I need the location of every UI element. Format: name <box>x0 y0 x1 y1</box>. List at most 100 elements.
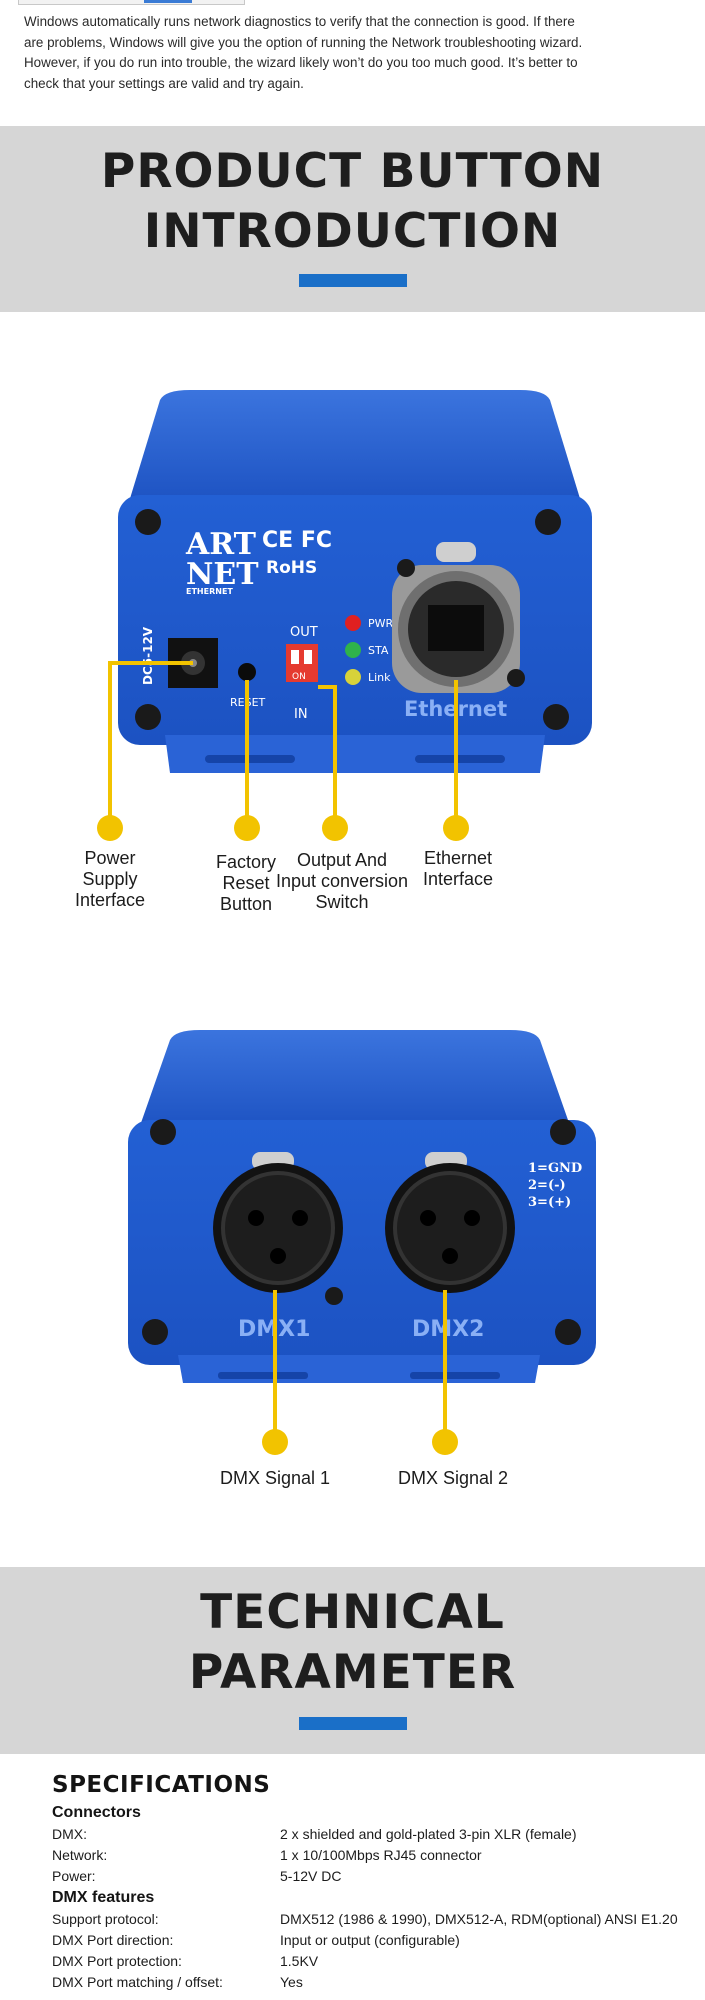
dc-voltage-label: DC5-12V <box>141 626 155 685</box>
dip-switch-lever <box>304 650 312 664</box>
section-banner-technical: TECHNICAL PARAMETER <box>0 1567 705 1754</box>
xlr-pin-icon <box>442 1248 458 1264</box>
callout-factory-reset: Factory Reset Button <box>196 852 296 915</box>
intro-line: are problems, Windows will give you the … <box>24 34 583 50</box>
screw-icon <box>555 1319 581 1345</box>
ce-fc-mark: CE FC <box>262 528 332 553</box>
callout-dot-reset <box>234 815 260 841</box>
intro-line: However, if you do run into trouble, the… <box>24 55 578 70</box>
bracket-slot <box>205 755 295 763</box>
rj45-socket <box>428 605 484 651</box>
window-fragment <box>18 0 245 5</box>
callout-text: Button <box>219 894 273 914</box>
callout-text: Output And <box>296 850 388 870</box>
screw-icon <box>325 1287 343 1305</box>
callout-power-supply: Power Supply Interface <box>60 848 160 911</box>
bracket-slot <box>415 755 505 763</box>
section-title-line: INTRODUCTION <box>143 204 562 259</box>
section-accent-bar <box>298 1717 407 1730</box>
section-title-line: PRODUCT BUTTON <box>100 144 605 199</box>
screw-icon <box>397 559 415 577</box>
spec-row: Power:5-12V DC <box>52 1866 702 1887</box>
callout-dot-ethernet <box>443 815 469 841</box>
spec-group-heading: DMX features <box>52 1889 155 1906</box>
led-sta-label: STA <box>368 644 389 657</box>
section-title-line: PARAMETER <box>188 1645 517 1700</box>
led-pwr-label: PWR <box>368 617 394 630</box>
intro-paragraph: Windows automatically runs network diagn… <box>24 12 684 94</box>
callout-text: Ethernet <box>423 848 493 868</box>
callout-ethernet: Ethernet Interface <box>408 848 508 890</box>
spec-row: DMX Port direction:Input or output (conf… <box>52 1930 702 1951</box>
section-title-line: TECHNICAL <box>200 1585 505 1640</box>
spec-value: DMX512 (1986 & 1990), DMX512-A, RDM(opti… <box>280 1911 678 1927</box>
section-title: TECHNICAL PARAMETER <box>0 1567 705 1703</box>
callout-text: Factory <box>215 852 276 872</box>
spec-value: 1.5KV <box>280 1953 319 1969</box>
spec-value: Input or output (configurable) <box>280 1932 460 1948</box>
spec-key: Power: <box>52 1868 96 1884</box>
device-top-surface <box>125 390 585 515</box>
xlr-pin-icon <box>270 1248 286 1264</box>
callout-line-power <box>108 661 193 828</box>
callout-dot-dmx1 <box>262 1429 288 1455</box>
logo-net: NET <box>186 557 259 592</box>
pinout-label: 2=(-) <box>528 1178 566 1193</box>
intro-line: Windows automatically runs network diagn… <box>24 14 575 29</box>
screw-icon <box>142 1319 168 1345</box>
xlr-pin-icon <box>420 1210 436 1226</box>
callout-text: Input conversion <box>275 871 409 891</box>
callout-dmx-signal-1: DMX Signal 1 <box>219 1468 331 1488</box>
intro-line: check that your settings are valid and t… <box>24 75 304 91</box>
spec-key: DMX Port protection: <box>52 1953 182 1969</box>
spec-key: DMX Port matching / offset: <box>52 1974 223 1990</box>
led-sta-icon <box>345 642 361 658</box>
window-fragment-accent <box>144 0 192 3</box>
callout-text: Reset <box>222 873 270 893</box>
spec-value: Yes <box>280 1974 303 1990</box>
callout-text: Interface <box>74 890 146 910</box>
callout-io-switch: Output And Input conversion Switch <box>272 850 412 913</box>
callout-dot-power <box>97 815 123 841</box>
spec-row: DMX Port matching / offset: Yes <box>52 1972 702 1993</box>
spec-value: 2 x shielded and gold-plated 3-pin XLR (… <box>280 1826 577 1842</box>
in-label: IN <box>294 707 308 722</box>
dip-switch-lever <box>291 650 299 664</box>
xlr-pin-icon <box>464 1210 480 1226</box>
led-link-icon <box>345 669 361 685</box>
device-top-surface <box>135 1030 575 1140</box>
callout-dot-switch <box>322 815 348 841</box>
specifications-title: SPECIFICATIONS <box>52 1772 271 1798</box>
led-link-label: Link <box>368 671 391 684</box>
led-pwr-icon <box>345 615 361 631</box>
spec-key: DMX: <box>52 1826 87 1842</box>
section-accent-bar <box>298 274 407 287</box>
xlr-pin-icon <box>248 1210 264 1226</box>
dmx2-label: DMX2 <box>412 1317 484 1342</box>
callout-dmx-signal-2: DMX Signal 2 <box>397 1468 509 1488</box>
screw-icon <box>135 704 161 730</box>
callout-text: Switch <box>315 892 369 912</box>
spec-row: Support protocol: DMX512 (1986 & 1990), D… <box>52 1909 702 1930</box>
device-front-illustration: ART NET ETHERNET CE FC RoHS DC5-12V RESE… <box>97 390 592 841</box>
spec-row: DMX Port protection: 1.5KV <box>52 1951 702 1972</box>
spec-value: 1 x 10/100Mbps RJ45 connector <box>280 1847 482 1863</box>
spec-key: Support protocol: <box>52 1911 159 1927</box>
screw-icon <box>135 509 161 535</box>
screw-icon <box>535 509 561 535</box>
pinout-label: 1=GND <box>528 1161 582 1176</box>
callout-text: Power <box>84 848 136 868</box>
section-banner-product-button: PRODUCT BUTTON INTRODUCTION <box>0 126 705 312</box>
pinout-label: 3=(+) <box>528 1195 571 1210</box>
ethernet-latch <box>436 542 476 562</box>
callout-line-switch <box>318 685 337 828</box>
out-label: OUT <box>290 625 318 640</box>
screw-icon <box>550 1119 576 1145</box>
spec-row: DMX: 2 x shielded and gold-plated 3-pin X… <box>52 1824 702 1845</box>
xlr-dmx2-ring <box>393 1171 507 1285</box>
screw-icon <box>507 669 525 687</box>
logo-sub: ETHERNET <box>186 587 233 596</box>
spec-row: Network:1 x 10/100Mbps RJ45 connector <box>52 1845 702 1866</box>
dip-switch-on-label: ON <box>292 672 306 682</box>
callout-text: Interface <box>422 869 494 889</box>
